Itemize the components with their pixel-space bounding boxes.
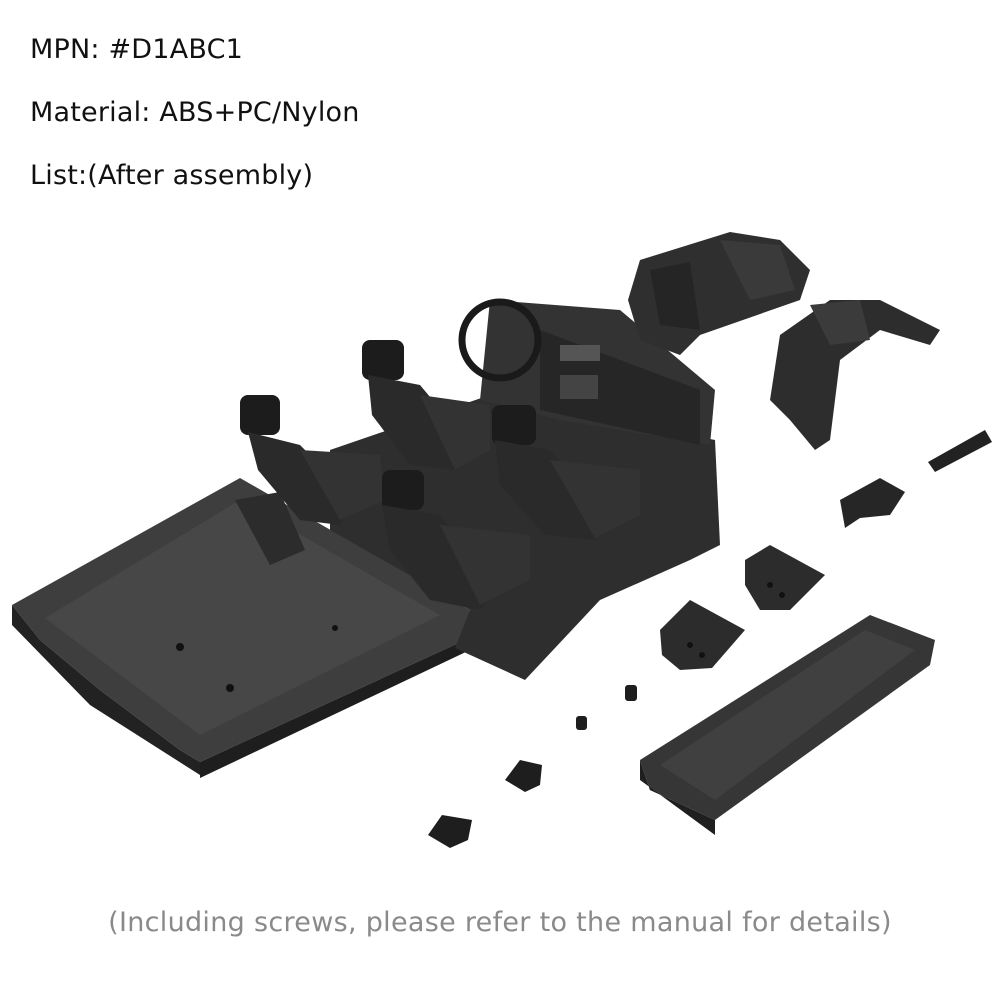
footnote-text: (Including screws, please refer to the m… — [108, 907, 892, 938]
bracket-3 — [660, 600, 745, 670]
battery-tray — [640, 615, 935, 835]
spacers — [428, 685, 637, 848]
seat-rear-right — [362, 340, 490, 470]
seat-front-left — [382, 470, 530, 610]
seat-front-right — [492, 405, 640, 540]
bracket-1 — [840, 478, 905, 528]
mpn-label: MPN: #D1ABC1 — [30, 34, 243, 65]
wheel-arch — [770, 300, 940, 450]
seat-rear-left — [240, 395, 385, 525]
upper-shell — [628, 232, 810, 355]
list-label: List:(After assembly) — [30, 160, 314, 191]
material-label: Material: ABS+PC/Nylon — [30, 97, 360, 128]
floor-tray — [12, 478, 470, 778]
bracket-2 — [745, 545, 825, 610]
small-bar — [928, 430, 992, 472]
